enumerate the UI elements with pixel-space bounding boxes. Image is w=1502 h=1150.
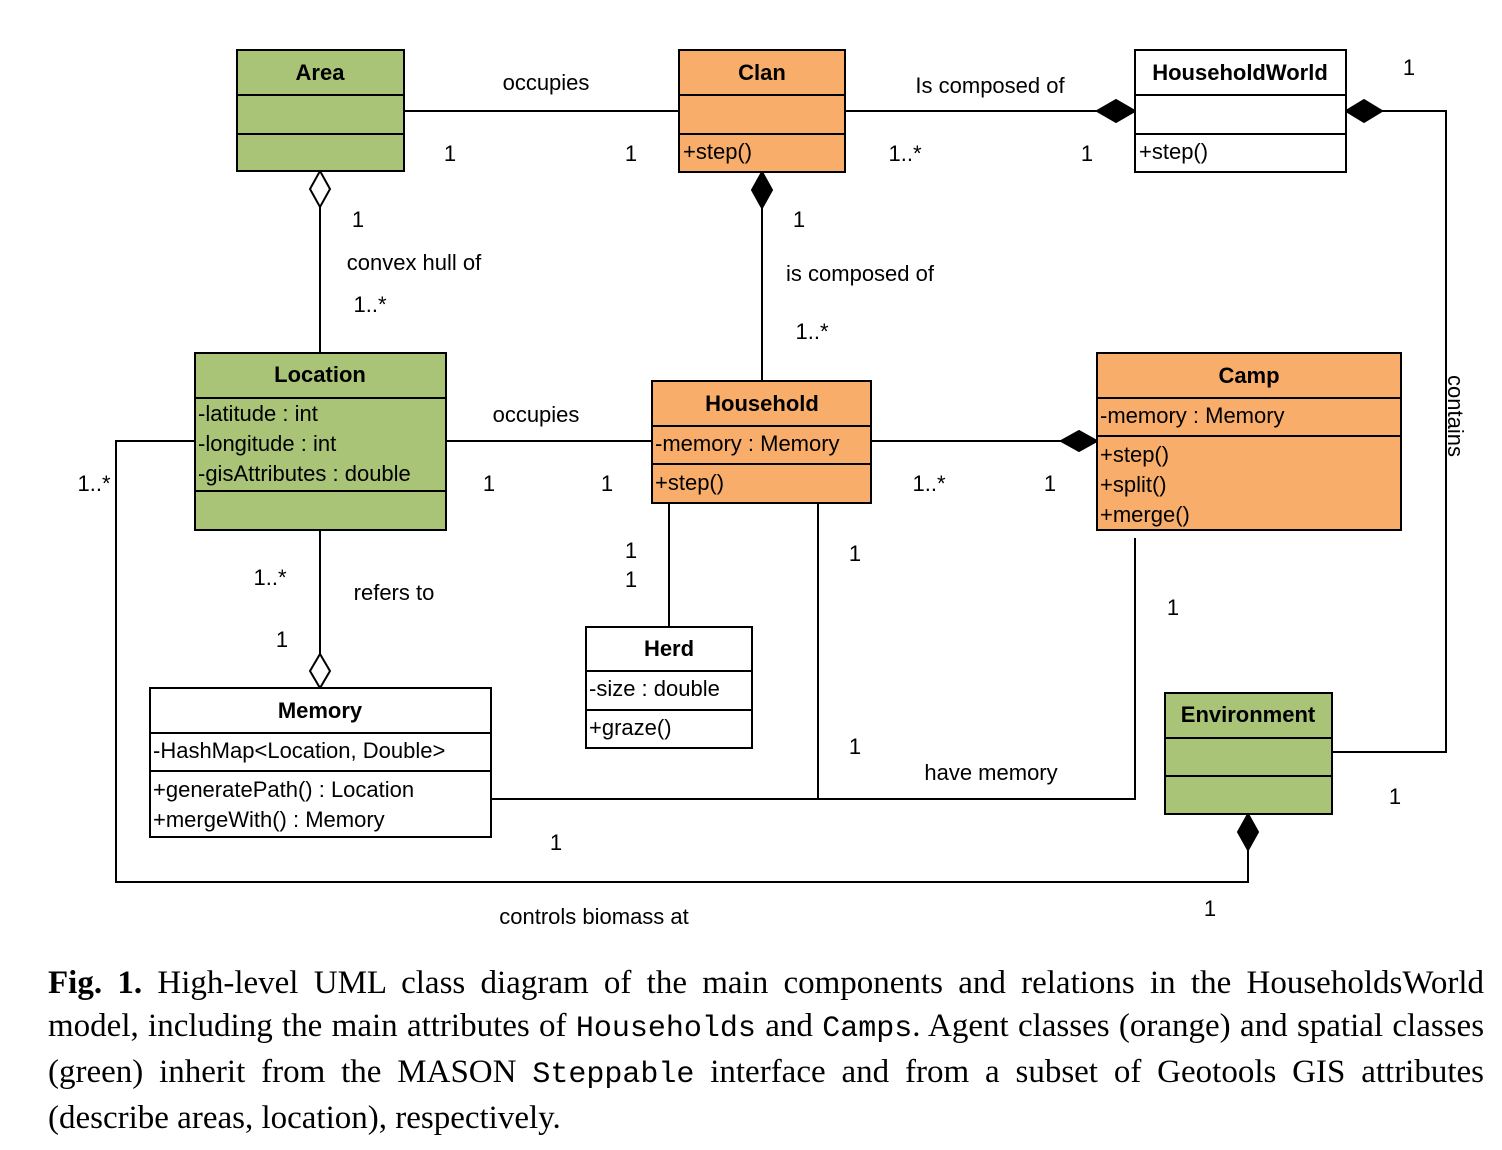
label-have-memory: have memory — [924, 760, 1057, 785]
class-herd: Herd -size : double +graze() — [585, 626, 753, 749]
class-householdworld: HouseholdWorld +step() — [1134, 49, 1347, 173]
mult-area-location-top: 1 — [352, 207, 364, 232]
mult-clan-hw-b: 1 — [1081, 141, 1093, 166]
caption-fig-label: Fig. 1. — [48, 965, 143, 1001]
class-camp-method: +step() — [1100, 442, 1169, 467]
mult-household-herd-top: 1 — [625, 538, 637, 563]
class-clan-name: Clan — [738, 60, 786, 85]
mult-env-location-location: 1..* — [77, 471, 110, 496]
comp-environment-location — [115, 440, 1249, 883]
composition-diamond-householdworld-left — [1095, 98, 1137, 124]
class-memory-method: +generatePath() : Location — [153, 777, 414, 802]
assoc-memory-links — [491, 538, 1136, 800]
class-camp: Camp -memory : Memory +step() +split() +… — [1096, 352, 1402, 531]
class-environment-name: Environment — [1181, 702, 1316, 727]
mult-location-household-a: 1 — [483, 471, 495, 496]
class-location-name: Location — [274, 362, 366, 387]
mult-hw-env-top: 1 — [1403, 55, 1415, 80]
composition-diamond-environment — [1236, 811, 1260, 853]
caption-code-households: Households — [575, 1012, 756, 1046]
class-memory-method: +mergeWith() : Memory — [153, 807, 385, 832]
mult-clan-hw-a: 1..* — [888, 141, 921, 166]
class-herd-name: Herd — [644, 636, 694, 661]
mult-memory-memory: 1 — [550, 830, 562, 855]
class-location: Location -latitude : int -longitude : in… — [194, 352, 447, 531]
class-area: Area — [236, 49, 405, 172]
caption-part3: interface and from a subset of Geotools … — [48, 1054, 1485, 1136]
label-clan-hw: Is composed of — [915, 73, 1065, 98]
class-camp-name: Camp — [1218, 363, 1279, 388]
mult-household-camp-a: 1..* — [912, 471, 945, 496]
label-location-memory: refers to — [354, 580, 435, 605]
class-householdworld-name: HouseholdWorld — [1152, 60, 1328, 85]
composition-diamond-householdworld-right — [1344, 98, 1384, 124]
class-household-name: Household — [705, 391, 819, 416]
class-householdworld-method: +step() — [1139, 139, 1208, 164]
mult-memory-household-top: 1 — [849, 541, 861, 566]
class-memory-name: Memory — [278, 698, 363, 723]
class-memory: Memory -HashMap<Location, Double> +gener… — [149, 687, 492, 838]
label-area-clan: occupies — [503, 70, 590, 95]
mult-location-household-b: 1 — [601, 471, 613, 496]
label-clan-household: is composed of — [786, 261, 935, 286]
figure-caption: Fig. 1. High-level UML class diagram of … — [48, 962, 1484, 1140]
comp-householdworld-environment — [1332, 110, 1447, 753]
class-clan: Clan +step() — [678, 49, 846, 173]
class-herd-attr: -size : double — [589, 676, 720, 701]
aggregation-diamond-memory — [308, 652, 332, 690]
label-area-location: convex hull of — [347, 250, 482, 275]
mult-area-clan-b: 1 — [625, 141, 637, 166]
mult-area-clan-a: 1 — [444, 141, 456, 166]
class-location-attr: -gisAttributes : double — [198, 461, 411, 486]
class-clan-method: +step() — [683, 139, 752, 164]
class-household-attr: -memory : Memory — [655, 431, 840, 456]
caption-code-camps: Camps — [822, 1012, 913, 1046]
label-hw-env: contains — [1443, 375, 1468, 457]
class-camp-attr: -memory : Memory — [1100, 403, 1285, 428]
mult-area-location-bottom: 1..* — [353, 292, 386, 317]
caption-and: and — [765, 1008, 813, 1044]
mult-household-herd-bottom: 1 — [625, 567, 637, 592]
class-household-method: +step() — [655, 470, 724, 495]
caption-part2: . Agent classes (orange) and spatial cla… — [48, 1008, 1485, 1090]
aggregation-diamond-area — [308, 168, 332, 210]
class-area-name: Area — [296, 60, 346, 85]
caption-part1: High-level UML class diagram of the main… — [48, 965, 1485, 1044]
caption-code-steppable: Steppable — [532, 1058, 695, 1092]
class-location-attr: -longitude : int — [198, 431, 336, 456]
mult-clan-household-top: 1 — [793, 207, 805, 232]
mult-location-memory-top: 1..* — [253, 565, 286, 590]
mult-hw-env-bottom: 1 — [1389, 784, 1401, 809]
class-memory-attr: -HashMap<Location, Double> — [153, 738, 445, 763]
mult-location-memory-bottom: 1 — [276, 627, 288, 652]
composition-diamond-camp — [1058, 429, 1100, 453]
class-herd-method: +graze() — [589, 715, 672, 740]
mult-memory-camp: 1 — [1167, 595, 1179, 620]
label-env-location: controls biomass at — [499, 904, 689, 929]
label-location-household: occupies — [493, 402, 580, 427]
class-household: Household -memory : Memory +step() — [651, 380, 872, 504]
mult-clan-household-bottom: 1..* — [795, 319, 828, 344]
uml-class-diagram: Area Clan +step() HouseholdWorld +step()… — [77, 49, 1468, 929]
mult-env-location-env: 1 — [1204, 896, 1216, 921]
class-location-attr: -latitude : int — [198, 401, 318, 426]
class-environment: Environment — [1164, 692, 1333, 815]
mult-household-camp-b: 1 — [1044, 471, 1056, 496]
class-camp-method: +merge() — [1100, 502, 1190, 527]
composition-diamond-clan — [750, 169, 774, 211]
class-camp-method: +split() — [1100, 472, 1167, 497]
mult-memory-household-bottom: 1 — [849, 734, 861, 759]
